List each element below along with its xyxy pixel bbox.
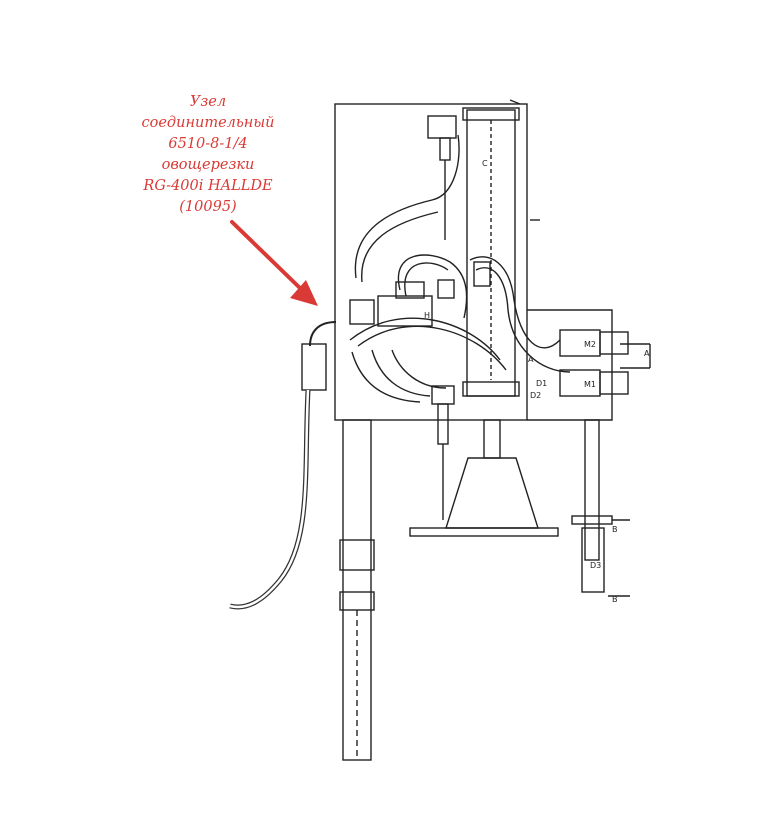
inlet-connector: [301, 343, 327, 391]
right-leg: [584, 419, 600, 561]
left-leg: [342, 419, 372, 761]
caption-line-code: (10095): [179, 199, 237, 215]
caption-line-model: RG-400i HALLDE: [143, 178, 273, 194]
caption-line-machine: овощерезки: [161, 157, 255, 173]
main-housing: [334, 103, 528, 421]
pedestal-base: [409, 527, 559, 537]
label-motor-m2: M2: [584, 340, 596, 349]
label-section-b-top: B: [612, 525, 618, 534]
pointer-arrow: [230, 220, 318, 306]
label-section-a: A: [644, 349, 650, 358]
label-cylinder: C: [482, 159, 488, 168]
part-caption: Узел соединительный 6510-8-1/4 овощерезк…: [108, 92, 308, 218]
cylinder-cap-bottom: [462, 381, 520, 397]
schematic-lines: [229, 99, 651, 761]
label-d2: D2: [530, 391, 541, 400]
caption-line-part-number: 6510-8-1/4: [168, 136, 248, 152]
solenoid-block: [377, 295, 433, 327]
inlet-hose: [229, 389, 311, 610]
side-housing: [527, 309, 613, 421]
label-section-a-mid: A: [528, 355, 534, 364]
label-d3: D3: [590, 561, 601, 570]
caption-line-type: соединительный: [141, 115, 275, 131]
schematic-labels: C H M2 M1 A A B B D1 D2 D3: [424, 159, 650, 604]
label-section-b-bottom: B: [612, 595, 618, 604]
label-d1: D1: [536, 379, 547, 388]
label-motor-m1: M1: [584, 380, 596, 389]
label-solenoid: H: [424, 311, 430, 320]
caption-line-title: Узел: [189, 94, 227, 110]
pedestal: [445, 457, 539, 529]
